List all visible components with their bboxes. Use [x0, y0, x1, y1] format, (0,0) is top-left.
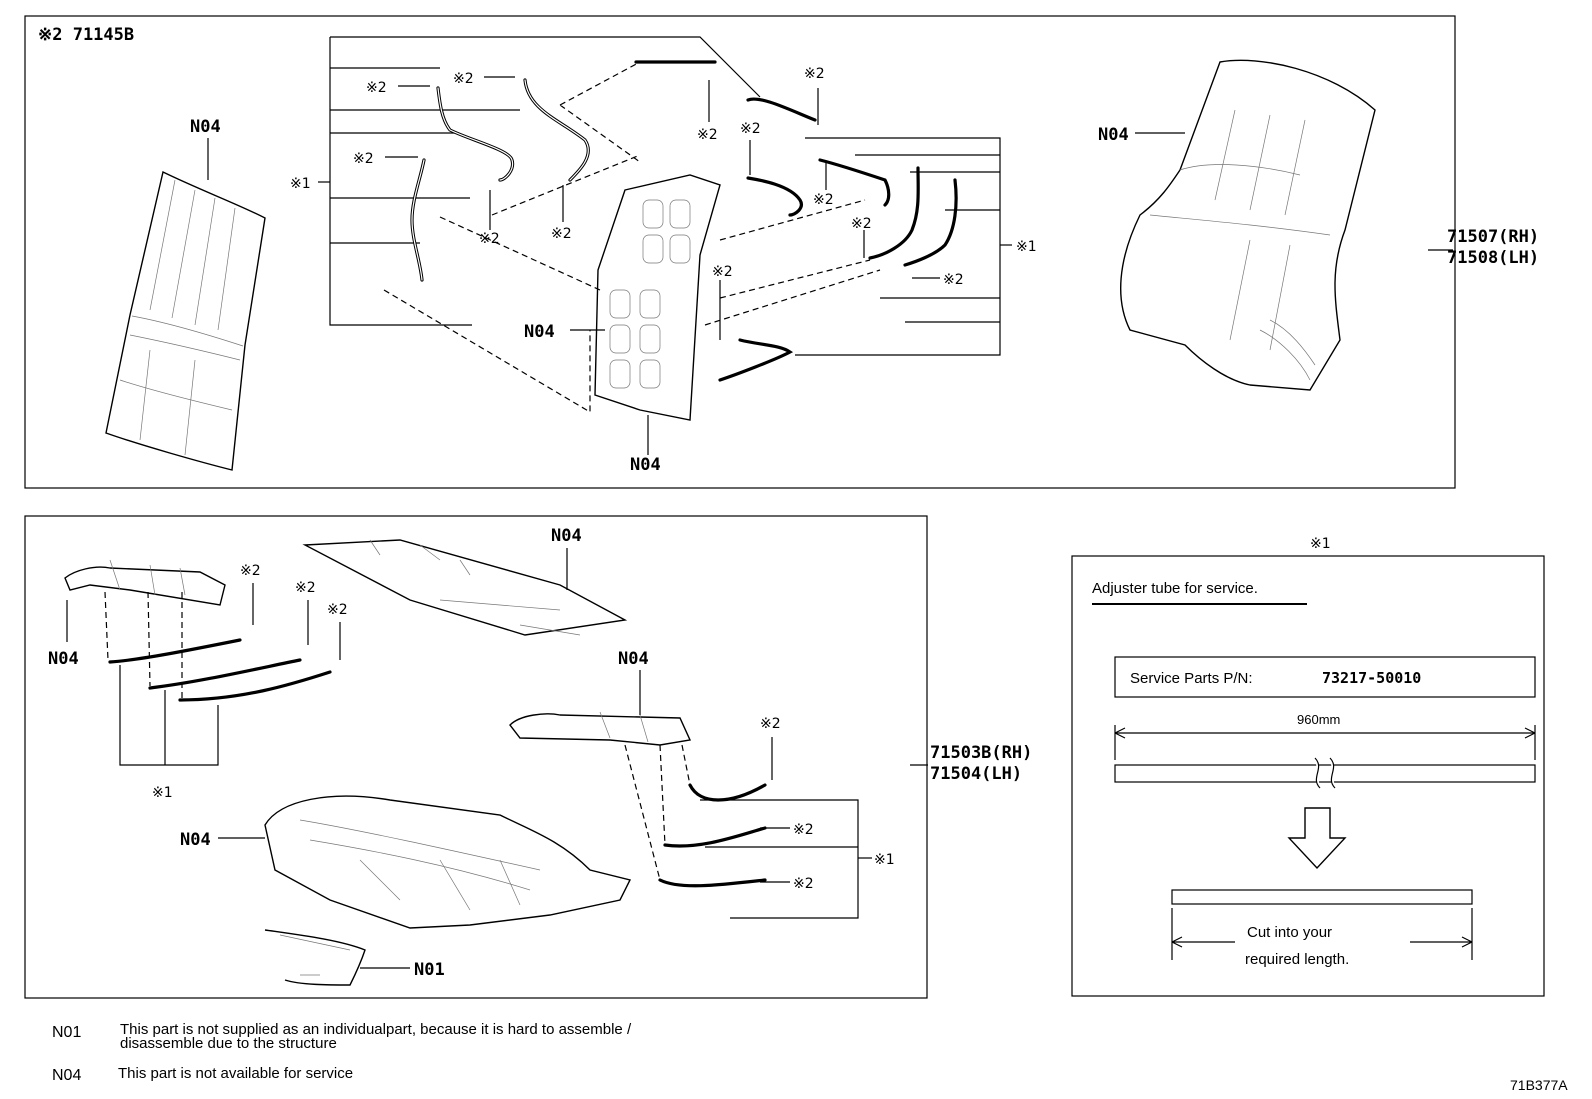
svg-text:※2: ※2 — [804, 66, 825, 82]
legend-text-n04: This part is not available for service — [118, 1065, 353, 1082]
tube-cut-bar — [1171, 889, 1473, 905]
seatback-pad-label: N04 — [190, 117, 221, 137]
legend-text-n01-line2: disassemble due to the structure — [120, 1035, 337, 1052]
svg-text:※2: ※2 — [793, 876, 814, 892]
tube-callout-right: ※1 — [1016, 239, 1037, 255]
seatback-part-lh: 71508(LH) — [1447, 248, 1539, 268]
cushion-heater-mat-drawing — [302, 539, 628, 636]
heater-connector-markers-top: ※2 ※2 ※2 ※2 ※2 ※2 ※2 ※2 ※2 ※2 ※2 ※2 — [353, 66, 964, 340]
svg-text:※2: ※2 — [295, 580, 316, 596]
wire-harness-label: N01 — [414, 960, 445, 980]
lumbar-bladder-drawing — [594, 174, 721, 421]
svg-text:※2: ※2 — [327, 602, 348, 618]
cushion-heater-mat-label: N04 — [551, 526, 582, 546]
tube-callout-cushion-left: ※1 — [152, 785, 173, 801]
cut-text-line2: required length. — [1245, 951, 1349, 968]
cushion-bladder-right-drawing — [509, 711, 692, 746]
cushion-bladder-left-drawing — [64, 559, 226, 606]
seatback-pad-drawing — [105, 170, 266, 471]
cushion-part-rh: 71503B(RH) — [930, 743, 1032, 763]
svg-text:※2: ※2 — [366, 80, 387, 96]
seat-cushion-drawing — [264, 795, 632, 929]
svg-text:※2: ※2 — [353, 151, 374, 167]
svg-text:※2: ※2 — [943, 272, 964, 288]
svg-text:※2: ※2 — [453, 71, 474, 87]
cushion-bladder-right-label: N04 — [618, 649, 649, 669]
service-pn-label: Service Parts P/N: — [1130, 670, 1253, 687]
svg-text:※2: ※2 — [551, 226, 572, 242]
service-part-number-box — [1114, 656, 1536, 698]
figure-code: 71B377A — [1510, 1077, 1568, 1093]
lumbar-bladder-label-lower: N04 — [630, 455, 661, 475]
tube-sample-bar — [1114, 764, 1536, 783]
service-box-header: ※1 — [1310, 536, 1331, 552]
tube-callout-cushion-right: ※1 — [874, 852, 895, 868]
service-box-frame — [1071, 555, 1545, 997]
cut-text-line1: Cut into your — [1247, 924, 1332, 941]
seatback-assembly-label: N04 — [1098, 125, 1129, 145]
seatback-panel-frame — [24, 15, 1456, 489]
wire-harness-drawing — [264, 929, 366, 986]
tube-length-label: 960mm — [1297, 712, 1340, 727]
tube-callout-left: ※1 — [290, 176, 311, 192]
svg-text:※2: ※2 — [740, 121, 761, 137]
legend-code-n04: N04 — [52, 1067, 81, 1084]
seatback-part-rh: 71507(RH) — [1447, 227, 1539, 247]
lumbar-bladder-label: N04 — [524, 322, 555, 342]
cushion-part-lh: 71504(LH) — [930, 764, 1022, 784]
seatback-assembly-drawing — [1119, 59, 1376, 391]
svg-text:※2: ※2 — [760, 716, 781, 732]
svg-text:※2: ※2 — [813, 192, 834, 208]
heater-part-number: ※2 71145B — [38, 25, 134, 45]
cushion-bladder-left-label: N04 — [48, 649, 79, 669]
svg-text:※2: ※2 — [793, 822, 814, 838]
legend-code-n01: N01 — [52, 1024, 81, 1041]
service-box-title: Adjuster tube for service. — [1092, 580, 1258, 597]
service-pn-value: 73217-50010 — [1322, 669, 1421, 687]
svg-text:※2: ※2 — [851, 216, 872, 232]
down-arrow-icon — [1287, 807, 1347, 870]
cushion-panel-frame — [24, 515, 928, 999]
svg-text:※2: ※2 — [697, 127, 718, 143]
svg-text:※2: ※2 — [240, 563, 261, 579]
seat-cushion-label: N04 — [180, 830, 211, 850]
legend-text-n01-line1: This part is not supplied as an individu… — [120, 1021, 632, 1038]
svg-text:※2: ※2 — [712, 264, 733, 280]
